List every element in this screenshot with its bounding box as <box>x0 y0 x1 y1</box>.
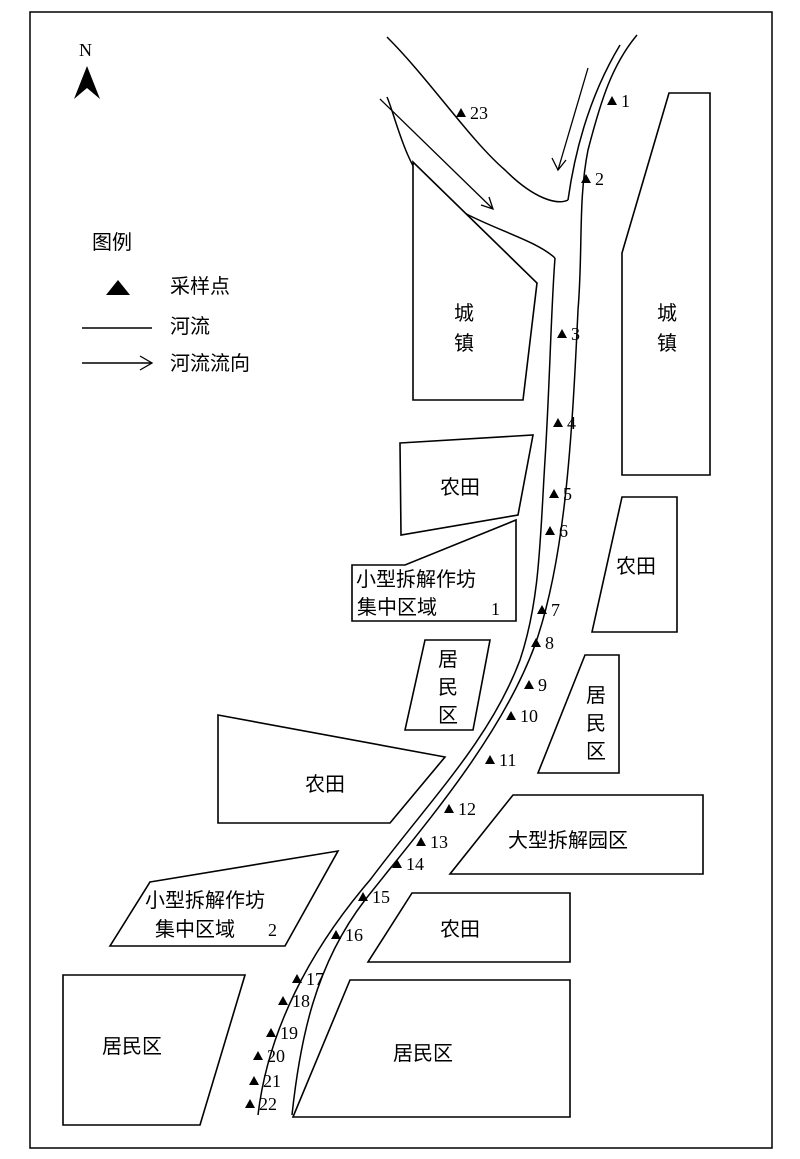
residential-2-label-1: 居 <box>586 683 606 707</box>
sample-site-label-15: 15 <box>372 887 390 907</box>
sample-site-marker-19 <box>266 1028 276 1037</box>
sample-site-marker-3 <box>557 329 567 338</box>
sample-site-label-13: 13 <box>430 832 448 852</box>
residential-area-3 <box>62 974 247 1126</box>
industrial-park-label: 大型拆解园区 <box>508 828 628 852</box>
flow-arrow-tributary <box>379 98 495 211</box>
farm-area-3 <box>217 714 447 824</box>
sample-site-marker-16 <box>331 930 341 939</box>
sample-site-label-9: 9 <box>538 675 547 695</box>
workshop-1-label-line1: 小型拆解作坊 <box>356 567 476 591</box>
sample-site-marker-21 <box>249 1076 259 1085</box>
triangle-marker-icon <box>106 280 130 295</box>
farm-3-label: 农田 <box>305 772 345 796</box>
sample-site-marker-11 <box>485 755 495 764</box>
sample-site-marker-6 <box>545 526 555 535</box>
residential-area-2 <box>536 654 620 774</box>
legend-label-flow-direction: 河流流向 <box>170 351 250 375</box>
map-frame <box>29 11 773 1149</box>
town-left-area <box>412 160 538 401</box>
workshop-area-1 <box>351 518 517 622</box>
workshop-2-label-line1: 小型拆解作坊 <box>145 888 265 912</box>
sample-site-label-23: 23 <box>470 103 488 123</box>
farm-2-label: 农田 <box>616 554 656 578</box>
residential-area-4 <box>291 979 571 1118</box>
sample-site-label-12: 12 <box>458 799 476 819</box>
sample-site-label-20: 20 <box>267 1046 285 1066</box>
sample-site-label-19: 19 <box>280 1023 298 1043</box>
residential-1-label-3: 区 <box>438 703 458 727</box>
sample-site-label-22: 22 <box>259 1094 277 1114</box>
sample-site-label-10: 10 <box>520 706 538 726</box>
sample-site-marker-13 <box>416 837 426 846</box>
sample-site-label-4: 4 <box>567 413 576 433</box>
farm-area-1 <box>399 434 534 536</box>
sample-site-marker-8 <box>531 638 541 647</box>
workshop-1-number: 1 <box>491 599 500 619</box>
north-arrow-icon <box>74 66 100 99</box>
sample-site-label-7: 7 <box>551 600 560 620</box>
legend-title: 图例 <box>92 230 132 254</box>
workshop-2-label-line2: 集中区域 <box>155 917 235 941</box>
sample-site-marker-15 <box>358 892 368 901</box>
workshop-2-number: 2 <box>268 920 277 940</box>
workshop-1-label-line2: 集中区域 <box>357 595 437 619</box>
sample-site-marker-2 <box>581 174 591 183</box>
sample-site-label-3: 3 <box>571 324 580 344</box>
river-main <box>257 34 638 1116</box>
farm-area-4 <box>366 892 571 963</box>
town-right-area <box>621 92 711 476</box>
sample-site-label-21: 21 <box>263 1071 281 1091</box>
sample-site-marker-14 <box>392 859 402 868</box>
sample-site-label-6: 6 <box>559 521 568 541</box>
workshop-area-2 <box>108 849 340 947</box>
sample-site-marker-1 <box>607 96 617 105</box>
sample-site-label-2: 2 <box>595 169 604 189</box>
sample-site-marker-9 <box>524 680 534 689</box>
residential-area-1 <box>404 639 491 731</box>
legend-label-sample-point: 采样点 <box>170 274 230 298</box>
residential-2-label-2: 民 <box>586 711 606 735</box>
town-right-label-1: 城 <box>657 301 677 325</box>
legend-label-river: 河流 <box>170 314 210 338</box>
farm-4-label: 农田 <box>440 917 480 941</box>
town-left-label-1: 城 <box>454 301 474 325</box>
sample-site-marker-5 <box>549 489 559 498</box>
sample-site-marker-23 <box>456 108 466 117</box>
sample-site-label-17: 17 <box>306 969 324 989</box>
sample-site-marker-22 <box>245 1099 255 1108</box>
sample-site-marker-12 <box>444 804 454 813</box>
sample-site-label-1: 1 <box>621 91 630 111</box>
farm-1-label: 农田 <box>440 475 480 499</box>
residential-2-label-3: 区 <box>586 739 606 763</box>
industrial-park-area <box>448 794 704 875</box>
sample-site-label-11: 11 <box>499 750 516 770</box>
sample-site-marker-17 <box>292 974 302 983</box>
residential-4-label: 居民区 <box>393 1041 453 1065</box>
sample-site-marker-4 <box>553 418 563 427</box>
sample-site-label-8: 8 <box>545 633 554 653</box>
sample-site-marker-7 <box>537 605 547 614</box>
town-left-label-2: 镇 <box>454 331 474 355</box>
town-right-label-2: 镇 <box>657 331 677 355</box>
flow-arrow-main <box>551 67 589 172</box>
north-label: N <box>79 40 92 60</box>
sample-site-label-5: 5 <box>563 484 572 504</box>
sample-site-label-16: 16 <box>345 925 363 945</box>
flow-arrow-icon <box>82 355 154 371</box>
residential-1-label-1: 居 <box>438 647 458 671</box>
sample-site-marker-10 <box>506 711 516 720</box>
residential-3-label: 居民区 <box>102 1034 162 1058</box>
sample-site-marker-20 <box>253 1051 263 1060</box>
residential-1-label-2: 民 <box>438 675 458 699</box>
sample-site-marker-18 <box>278 996 288 1005</box>
sample-site-label-18: 18 <box>292 991 310 1011</box>
sample-site-label-14: 14 <box>406 854 424 874</box>
farm-area-2 <box>591 496 678 633</box>
